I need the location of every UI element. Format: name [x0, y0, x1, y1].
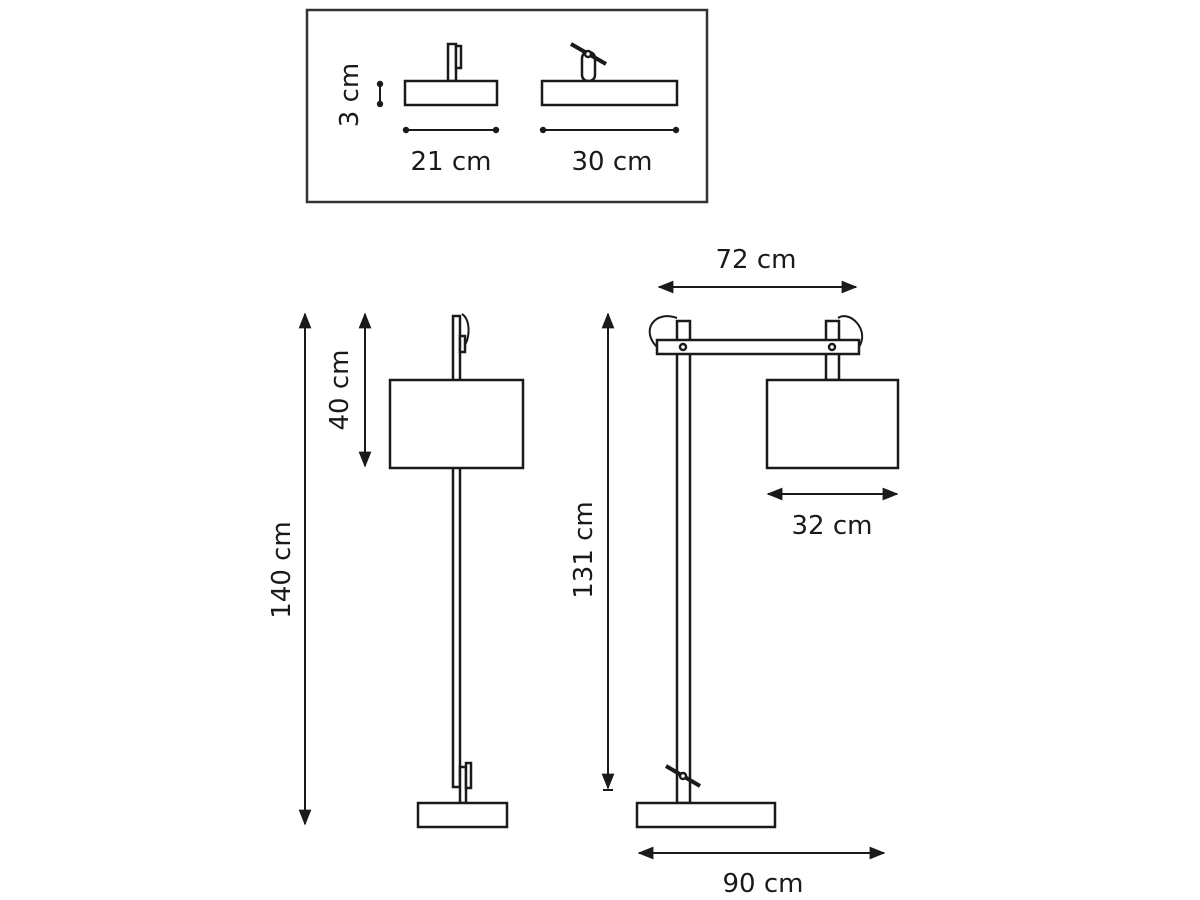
- front-base: [635, 801, 777, 829]
- inset-frame: [305, 8, 709, 204]
- crossbar-pivot-left: [678, 342, 688, 352]
- large-base: [540, 79, 679, 107]
- side-bottom-knob: [464, 761, 473, 790]
- front-shade: [765, 378, 900, 470]
- front-height-label: 131 cm: [569, 501, 599, 599]
- total-height-label: 140 cm: [267, 521, 297, 619]
- front-view-lamp: 72 cm 32 cm 131 cm 90 cm: [569, 245, 900, 899]
- inset-large-width-label: 30 cm: [572, 147, 653, 177]
- side-view-lamp: 140 cm 40 cm: [267, 312, 525, 829]
- knob-pivot: [583, 49, 593, 59]
- base-inset: 3 cm 21 cm 30 cm: [305, 8, 709, 204]
- arm-width-label: 72 cm: [716, 245, 797, 275]
- inset-small-width-label: 21 cm: [411, 147, 492, 177]
- inset-height-label: 3 cm: [335, 63, 365, 127]
- small-base-knob: [454, 44, 463, 70]
- base-width-label: 90 cm: [723, 869, 804, 899]
- shade-drop-label: 40 cm: [325, 350, 355, 431]
- side-top-knob: [458, 334, 467, 354]
- front-right-cord: [837, 315, 864, 348]
- small-base: [403, 79, 499, 107]
- front-left-cord: [648, 315, 678, 348]
- crossbar-pivot-right: [827, 342, 837, 352]
- side-base: [416, 801, 509, 829]
- side-pole: [451, 314, 462, 789]
- side-shade: [388, 378, 525, 470]
- front-pole: [675, 319, 692, 805]
- shade-width-label: 32 cm: [792, 511, 873, 541]
- front-knob-pivot: [678, 771, 688, 781]
- crossbar: [655, 338, 861, 356]
